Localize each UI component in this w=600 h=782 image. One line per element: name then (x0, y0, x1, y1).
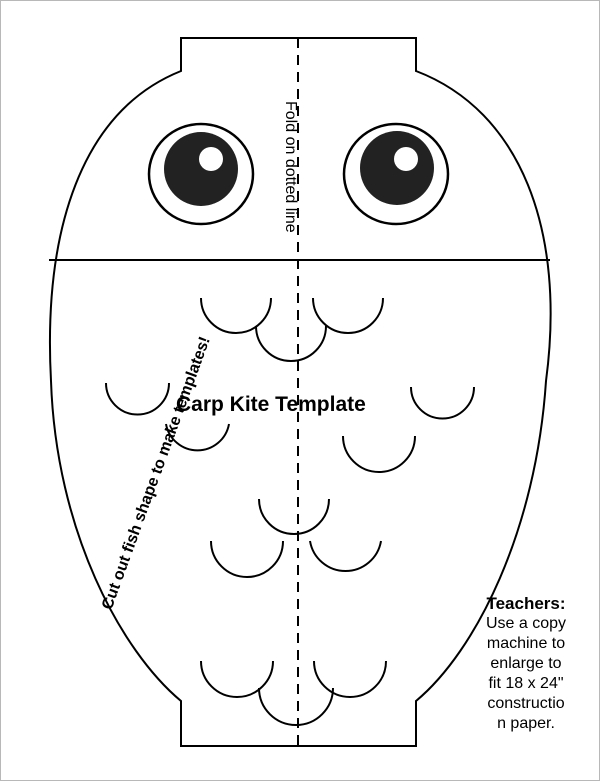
scale-arc-icon (410, 386, 475, 420)
scale-arc-icon (258, 498, 330, 535)
teachers-note-line: n paper. (497, 715, 555, 732)
teachers-heading: Teachers: (486, 594, 566, 613)
teachers-note: Teachers: Use a copy machine to enlarge … (471, 594, 581, 734)
scale-arc-icon (255, 325, 327, 362)
kite-body-outline (48, 37, 552, 747)
scale-arc-icon (210, 540, 284, 578)
scale-arc-icon (342, 435, 416, 473)
fish-scales (105, 297, 475, 726)
template-title: Carp Kite Template (176, 393, 366, 416)
right-eye-icon (342, 122, 450, 226)
scale-arc-icon (200, 660, 274, 698)
fold-instruction: Fold on dotted line (282, 101, 299, 233)
scale-arc-icon (165, 423, 230, 452)
scale-arc-icon (105, 382, 170, 416)
teachers-note-line: Use a copy (485, 615, 567, 632)
teachers-note-line: machine to (486, 635, 566, 652)
teachers-note-line: fit 18 x 24" (488, 675, 564, 692)
teachers-note-line: enlarge to (490, 655, 562, 672)
scale-arc-icon (200, 297, 272, 334)
left-eye-icon (147, 122, 255, 226)
scale-arc-icon (312, 297, 384, 334)
teachers-note-line: constructio (487, 695, 565, 712)
scale-arc-icon (309, 540, 382, 572)
scale-arc-icon (313, 660, 387, 698)
scale-arc-icon (258, 687, 334, 726)
